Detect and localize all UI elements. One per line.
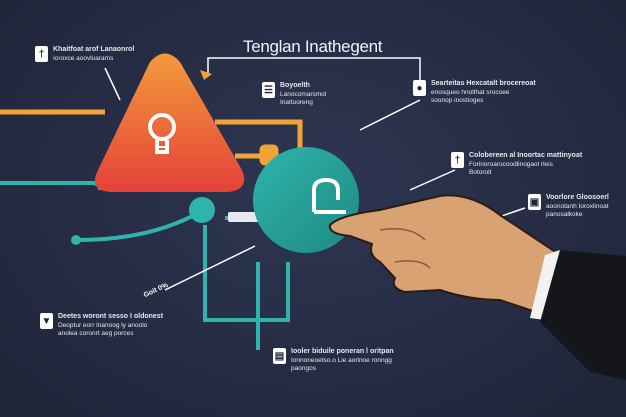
hand-illustration xyxy=(328,194,626,380)
user-icon: ● xyxy=(413,80,426,96)
fire-extinguisher-icon: † xyxy=(35,46,48,62)
callout-text: Ionnoneoetso.o Lie aorlnoe ronngg xyxy=(291,356,392,364)
callout-text: anolea coronrt aeg porces xyxy=(58,330,134,337)
callout-text: aoonotanh Ioroxlinoat xyxy=(546,202,609,210)
teal-node xyxy=(71,235,81,245)
callout-text: Deoptur eorr lnanoog ly anoolo xyxy=(58,321,148,329)
connector-plug xyxy=(228,212,260,222)
clipboard-icon: ☰ xyxy=(262,82,275,98)
callout-text: Ioroxce aoovluarams xyxy=(53,54,114,62)
callout-heading: Iooler biduile poneran l oritpan xyxy=(291,348,394,355)
callout-heading: Searteitas Hexcatalt brocereoat xyxy=(431,80,536,87)
diagram-title: Tenglan Inathegent xyxy=(243,37,383,56)
callout-heading: Deetes woront sesso I oldonest xyxy=(58,313,164,320)
callout-text: enosqueo hnolthat srocoee xyxy=(431,88,510,96)
callout-text: panosalkoke xyxy=(546,211,583,218)
callout-text: paongos xyxy=(291,365,316,372)
warning-triangle xyxy=(94,53,245,192)
lock-icon xyxy=(312,177,346,214)
teal-node xyxy=(189,197,215,223)
unlock-circle xyxy=(253,147,359,253)
printer-icon: ▤ xyxy=(273,348,286,364)
bottle-icon: ▼ xyxy=(40,313,53,329)
callout-heading: Colobereen al Inoortac mattinyoat xyxy=(469,152,583,159)
callout-text: Inattuoreng xyxy=(280,99,313,106)
callout-text: soonop inostioges xyxy=(431,97,484,104)
lightbulb-icon xyxy=(148,113,176,154)
callout-text: Botorolt xyxy=(469,169,492,176)
callout-text: Lanocomarsmol xyxy=(280,90,327,98)
tool-icon: † xyxy=(451,152,464,168)
save-icon: ▣ xyxy=(528,194,541,210)
callout-heading: Boyoelth xyxy=(280,82,310,89)
callout-text: Forinoroarocoodlinogaol rleis xyxy=(469,160,553,168)
callout-heading: Voorlore Gloosoerl xyxy=(546,194,609,201)
callout-heading: Khaitfoat arof Lanaonrol xyxy=(53,46,135,53)
